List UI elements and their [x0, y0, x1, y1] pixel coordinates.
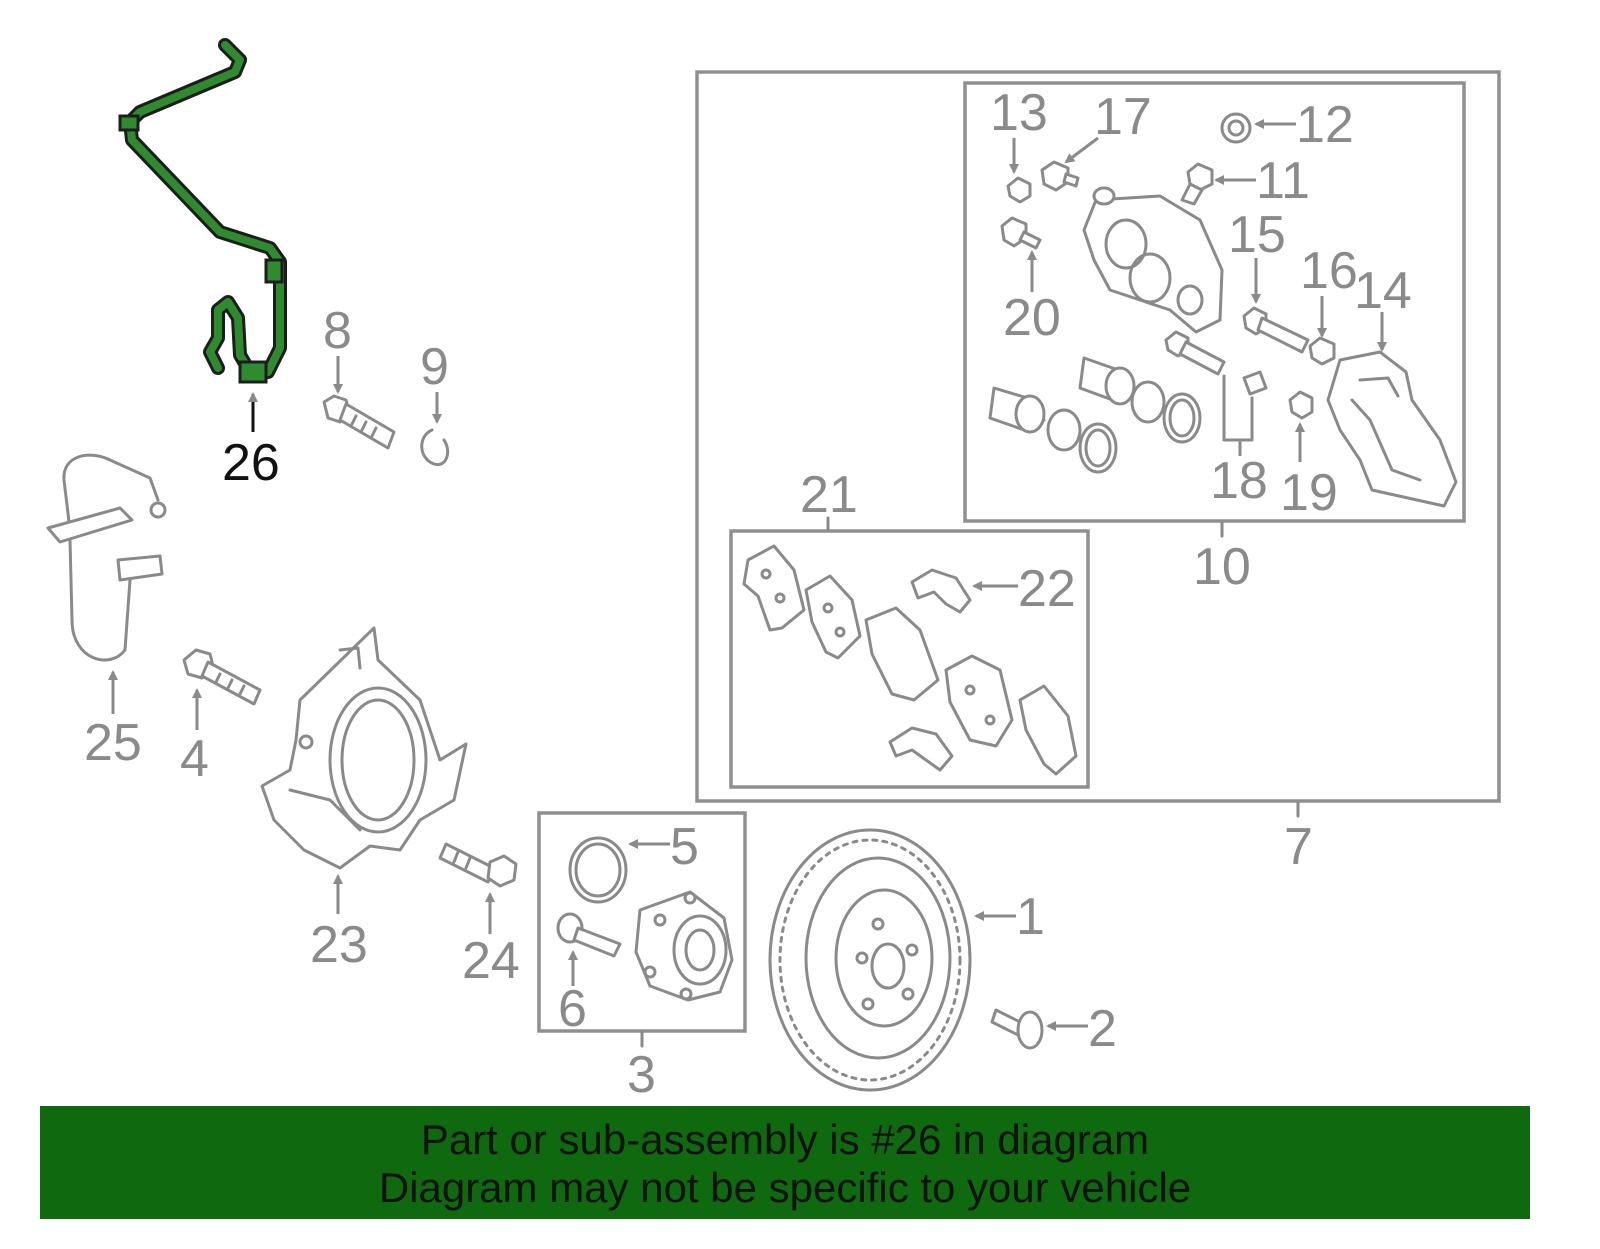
part-24-bolt[interactable] [438, 842, 518, 888]
label-2: 2 [1088, 1000, 1117, 1058]
brake-pads[interactable] [742, 544, 1078, 776]
banner-line-2: Diagram may not be specific to your vehi… [378, 1164, 1192, 1211]
part-2-screw[interactable] [990, 1008, 1044, 1050]
banner-line-1: Part or sub-assembly is #26 in diagram [420, 1116, 1150, 1163]
pad-kit-box [729, 529, 1090, 789]
label-26: 26 [222, 434, 280, 492]
part-16-nut[interactable] [1308, 336, 1336, 366]
label-6: 6 [558, 980, 587, 1038]
label-16: 16 [1300, 242, 1358, 300]
part-4-bolt[interactable] [182, 648, 262, 706]
part-19-nut[interactable] [1288, 390, 1314, 420]
label-8: 8 [323, 302, 352, 360]
label-13: 13 [990, 84, 1048, 142]
info-banner: Part or sub-assembly is #26 in diagram D… [40, 1106, 1530, 1219]
label-1: 1 [1016, 888, 1045, 946]
part-25-sensor[interactable] [46, 453, 167, 662]
part-10-caliper-body[interactable] [1082, 186, 1224, 334]
part-11-fitting[interactable] [1180, 162, 1214, 206]
part-20-bolt[interactable] [1000, 216, 1042, 250]
label-24: 24 [462, 932, 520, 990]
part-26-brake-hose[interactable] [118, 38, 287, 384]
label-4: 4 [180, 730, 209, 788]
part-12-cap[interactable] [1220, 112, 1252, 144]
part-23-dust-shield[interactable] [260, 626, 468, 870]
label-25: 25 [84, 714, 142, 772]
label-10: 10 [1193, 538, 1251, 596]
label-12: 12 [1296, 96, 1354, 154]
part-15-guide-bolt[interactable] [1242, 306, 1310, 354]
label-9: 9 [420, 338, 449, 396]
label-20: 20 [1003, 289, 1061, 347]
piston-seals[interactable] [1046, 380, 1202, 474]
label-19: 19 [1280, 464, 1338, 522]
label-11: 11 [1256, 152, 1310, 210]
part-22-pad-clips[interactable] [888, 568, 972, 772]
part-9-clip[interactable] [420, 428, 450, 467]
part-6-stud[interactable] [556, 912, 622, 958]
part-1-rotor[interactable] [768, 828, 972, 1092]
part-17-bleeder-cap[interactable] [1040, 160, 1080, 192]
part-14-bracket[interactable] [1326, 350, 1458, 508]
caliper-pistons[interactable] [988, 356, 1136, 434]
label-21: 21 [800, 466, 858, 524]
label-18: 18 [1210, 452, 1268, 510]
label-22: 22 [1018, 560, 1076, 618]
label-15: 15 [1228, 206, 1286, 264]
label-17: 17 [1094, 88, 1152, 146]
label-5: 5 [670, 818, 699, 876]
part-18-guide-pins[interactable] [1164, 330, 1268, 396]
label-3: 3 [627, 1046, 656, 1104]
label-14: 14 [1354, 262, 1412, 320]
part-5-o-ring[interactable] [568, 836, 628, 904]
part-8-bolt[interactable] [322, 394, 396, 450]
label-7: 7 [1284, 818, 1313, 876]
caliper-box [963, 81, 1466, 523]
part-13-bleeder[interactable] [1006, 176, 1032, 204]
part-3-hub[interactable] [634, 890, 734, 1002]
caliper-assembly-box [695, 70, 1501, 803]
label-23: 23 [310, 916, 368, 974]
